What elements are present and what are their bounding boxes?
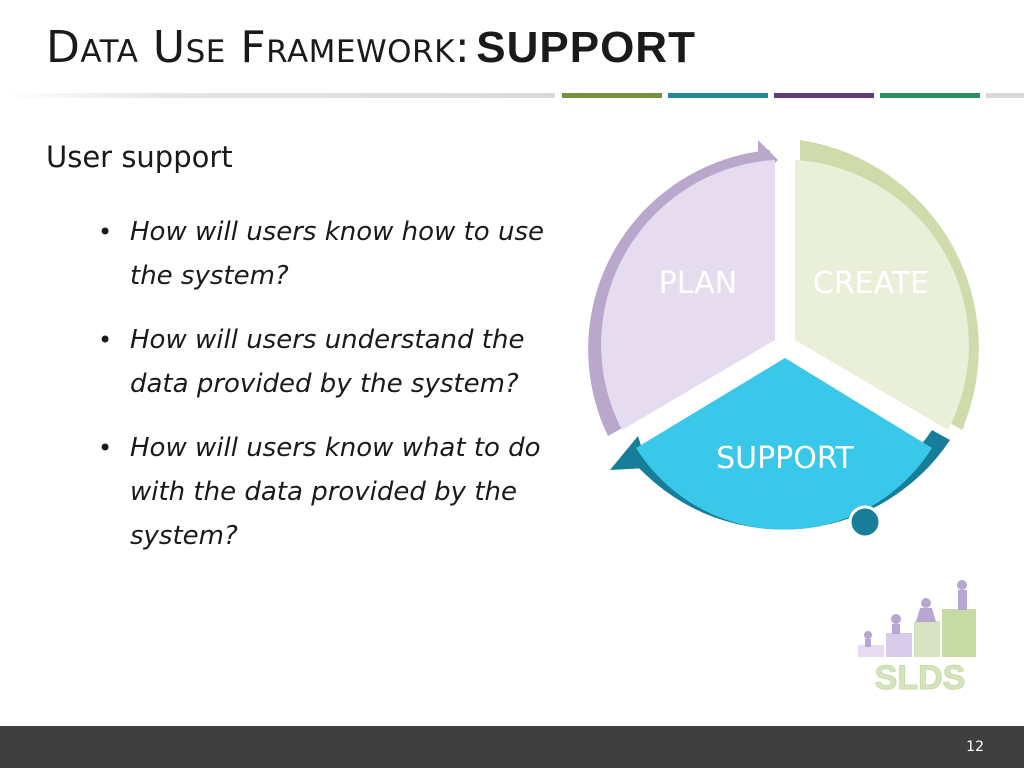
question-list: How will users know how to use the syste… <box>96 210 566 578</box>
support-label: SUPPORT <box>716 441 854 476</box>
slds-logo: SLDS <box>858 580 976 695</box>
logo-text: SLDS <box>875 659 966 695</box>
slide-title: Data Use Framework:SUPPORT <box>46 22 696 73</box>
divider-accent-gray <box>986 93 1024 98</box>
logo-step-bar <box>942 609 976 657</box>
logo-figures-icon <box>864 580 967 647</box>
support-segment <box>636 358 932 530</box>
bullet-item: How will users know what to do with the … <box>96 426 566 558</box>
title-prefix: Data Use Framework: <box>46 22 471 73</box>
create-segment <box>795 160 969 430</box>
title-emphasis: SUPPORT <box>476 23 696 72</box>
create-label: CREATE <box>813 266 929 301</box>
logo-step-bar <box>914 621 940 657</box>
plan-segment <box>601 160 775 430</box>
plan-label: PLAN <box>659 266 737 301</box>
support-marker-circle <box>848 505 882 539</box>
bullet-item: How will users understand the data provi… <box>96 318 566 406</box>
divider-accent-darkgreen <box>880 93 980 98</box>
logo-step-bar <box>886 633 912 657</box>
divider-accent-teal <box>668 93 768 98</box>
plan-arrow <box>588 150 770 436</box>
page-number: 12 <box>966 739 984 755</box>
cycle-diagram: PLAN CREATE SUPPORT <box>588 140 979 539</box>
logo-step-bar <box>858 645 884 657</box>
bullet-item: How will users know how to use the syste… <box>96 210 566 298</box>
title-divider <box>0 93 555 98</box>
support-arrow-head <box>610 436 648 470</box>
divider-accent-green <box>562 93 662 98</box>
divider-accent-purple <box>774 93 874 98</box>
footer-bar: 12 <box>0 726 1024 768</box>
section-heading: User support <box>46 140 233 174</box>
